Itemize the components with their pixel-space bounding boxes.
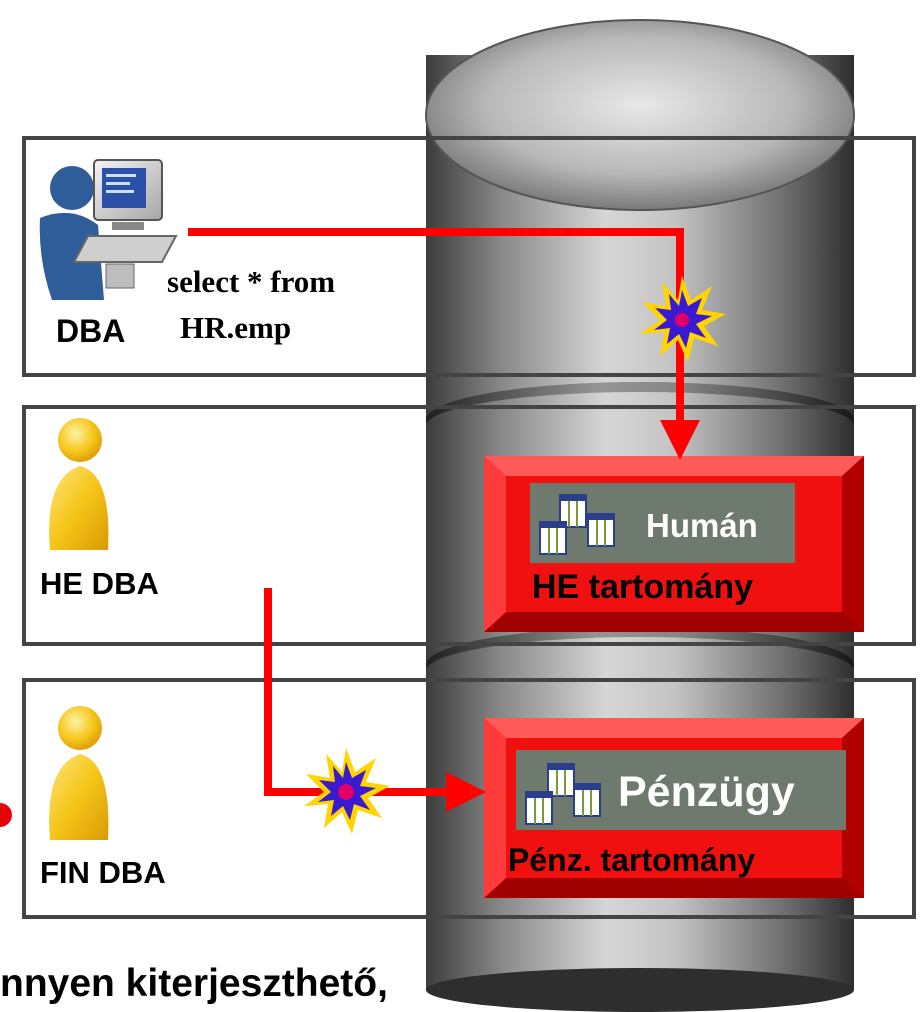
- fin-tables-icon: [525, 763, 601, 825]
- query-line-2: HR.emp: [180, 310, 292, 345]
- query-line-1: select * from: [167, 264, 336, 299]
- dba-to-hr-arrow: [188, 228, 700, 460]
- fin-dba-label: FIN DBA: [40, 855, 166, 890]
- he-dba-band-frame: [22, 405, 916, 646]
- he-dba-label: HE DBA: [40, 566, 159, 601]
- footer-text-fragment: nnyen kiterjeszthető,: [0, 962, 388, 1005]
- hr-domain-label: HE tartomány: [532, 568, 754, 606]
- fin-schema-label: Pénzügy: [618, 768, 795, 816]
- he-dba-to-fin-arrow: [264, 588, 486, 812]
- fin-domain-label: Pénz. tartomány: [508, 842, 756, 878]
- blocked-burst-icon: [640, 276, 726, 362]
- bullet-dot: [0, 803, 12, 827]
- fin-dba-band-frame: [22, 678, 916, 919]
- hr-tables-icon: [539, 494, 615, 555]
- dba-band-frame: [22, 136, 916, 377]
- blocked-burst-icon-2: [304, 748, 390, 834]
- dba-label: DBA: [56, 313, 126, 349]
- fin-dba-person-icon: [49, 706, 109, 840]
- dba-computer-user-icon: [39, 159, 178, 300]
- hr-schema-label: Humán: [646, 507, 758, 544]
- he-dba-person-icon: [49, 418, 109, 550]
